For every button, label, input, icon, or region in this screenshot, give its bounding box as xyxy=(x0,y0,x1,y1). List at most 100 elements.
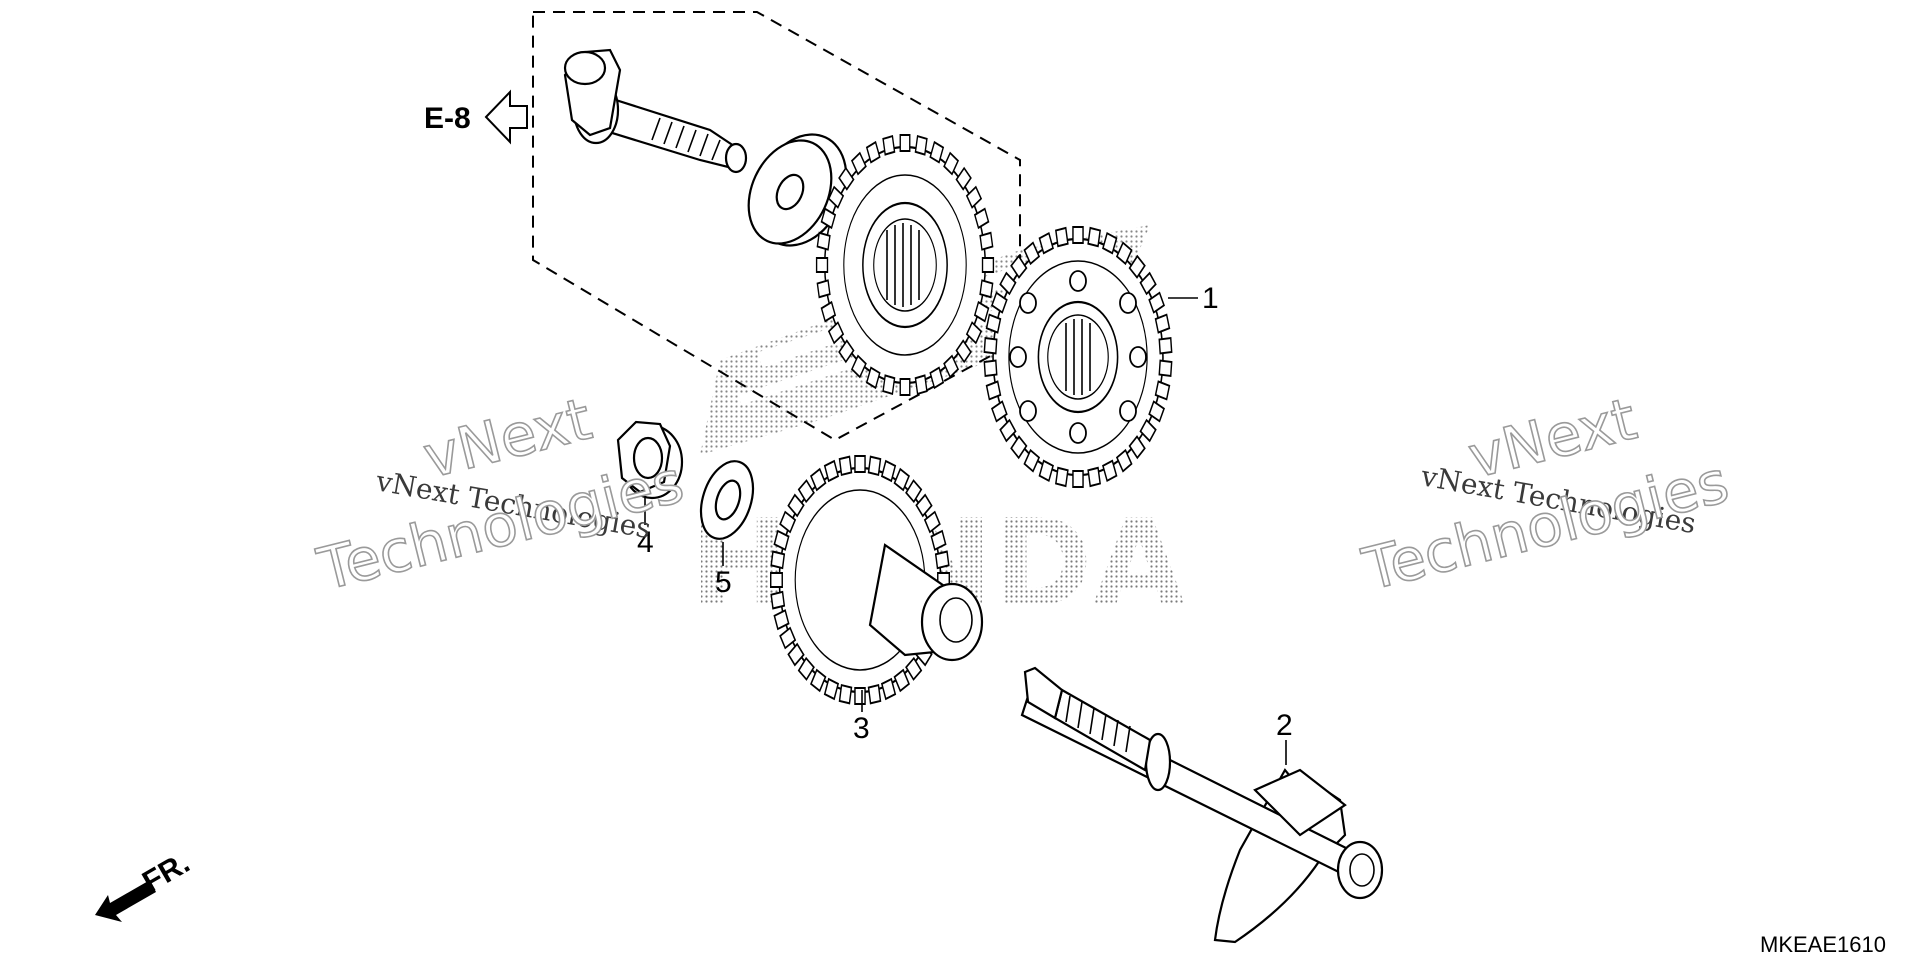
gear-tooth xyxy=(1010,435,1028,460)
gear-upper xyxy=(815,134,995,396)
gear-tooth xyxy=(1148,400,1165,423)
gear-tooth xyxy=(1038,459,1054,483)
gear-tooth xyxy=(880,459,897,483)
gear-tooth xyxy=(787,642,805,667)
gear-tooth xyxy=(973,207,990,230)
callout-4: 4 xyxy=(637,526,654,559)
gear-tooth xyxy=(923,510,941,534)
gear-tooth xyxy=(810,668,827,693)
gear-tooth xyxy=(905,479,923,504)
gear-tooth xyxy=(1023,241,1041,266)
gear-tooth xyxy=(1087,226,1101,248)
gear-tooth xyxy=(930,529,947,551)
gear-tooth xyxy=(1102,231,1118,255)
gear-tooth xyxy=(838,455,853,477)
front-direction: FR. xyxy=(95,846,195,922)
gear-tooth xyxy=(1128,254,1146,279)
gear-tooth xyxy=(1072,470,1084,488)
gear-tooth xyxy=(985,313,1002,334)
gear-tooth xyxy=(882,134,896,156)
gear-tooth xyxy=(893,467,910,492)
gear-tooth xyxy=(915,493,933,518)
gear-tooth xyxy=(827,185,845,209)
gear-tooth xyxy=(820,207,837,230)
gear-tooth xyxy=(999,418,1017,443)
gear-tooth xyxy=(914,374,928,396)
gear-tooth xyxy=(816,279,831,299)
front-direction-arrow-icon xyxy=(95,880,156,922)
gear-tooth xyxy=(810,467,827,492)
gear-tooth xyxy=(816,231,831,251)
gear-tooth xyxy=(867,683,882,705)
gear-tooth xyxy=(1158,336,1173,355)
watermark-right: vNext Technologies vNext Technologies xyxy=(1355,384,1736,605)
gear-tooth xyxy=(934,550,950,570)
gear-tooth xyxy=(1102,459,1118,483)
gear-tooth xyxy=(1038,231,1054,255)
balancer-shaft-part-2 xyxy=(1020,666,1384,944)
callout-3: 3 xyxy=(853,712,870,745)
gear-tooth xyxy=(770,590,786,610)
gear-tooth xyxy=(983,359,998,378)
gear-tooth xyxy=(1154,313,1171,334)
gear-tooth xyxy=(981,257,995,273)
gear-tooth xyxy=(1115,241,1133,266)
gear-tooth xyxy=(854,455,866,473)
gear-tooth xyxy=(979,231,994,251)
gear-tooth xyxy=(929,140,945,164)
gear-tooth xyxy=(999,271,1017,296)
gear-part-1 xyxy=(983,226,1173,488)
hollow-left-arrow-icon xyxy=(484,89,528,145)
gear-tooth xyxy=(820,300,837,323)
callout-5: 5 xyxy=(715,566,732,599)
gear-tooth xyxy=(770,572,783,588)
callout-2: 2 xyxy=(1276,709,1293,742)
gear-tooth xyxy=(899,378,911,396)
reference-label: E-8 xyxy=(424,102,471,135)
gear-tooth xyxy=(943,151,960,176)
gear-tooth xyxy=(773,609,790,631)
gear-tooth xyxy=(797,479,815,504)
gear-tooth xyxy=(882,374,896,396)
callout-1: 1 xyxy=(1202,282,1219,315)
gear-tooth xyxy=(1158,359,1173,378)
gear-tooth xyxy=(838,683,853,705)
gear-tooth xyxy=(1023,448,1041,473)
gear-tooth xyxy=(779,510,797,534)
gear-tooth xyxy=(779,626,797,650)
gear-tooth xyxy=(979,279,994,299)
gear-tooth xyxy=(867,455,882,477)
gear-tooth xyxy=(787,493,805,518)
gear-tooth xyxy=(893,668,910,693)
gear-tooth xyxy=(880,677,897,701)
gear-tooth xyxy=(850,151,867,176)
gear-tooth xyxy=(973,300,990,323)
gear-tooth xyxy=(823,459,840,483)
gear-tooth xyxy=(991,400,1008,423)
gear-tooth xyxy=(965,321,983,345)
gear-tooth xyxy=(1139,271,1157,296)
gear-tooth xyxy=(1055,466,1069,488)
gear-tooth xyxy=(815,257,829,273)
gear-tooth xyxy=(854,687,866,705)
gear-tooth xyxy=(985,380,1002,401)
gear-tooth xyxy=(943,354,960,379)
gear-tooth xyxy=(770,550,786,570)
gear-part-3 xyxy=(770,455,984,705)
reference-e8: E-8 xyxy=(424,89,528,145)
flange-nut-part-4 xyxy=(616,420,684,500)
watermark-left: vNext Technologies vNext Technologies xyxy=(310,384,691,605)
gear-tooth xyxy=(865,140,881,164)
gear-tooth xyxy=(899,134,911,152)
washer-part-5 xyxy=(699,460,755,540)
gear-tooth xyxy=(965,185,983,209)
gear-tooth xyxy=(1055,226,1069,248)
gear-tooth xyxy=(1139,418,1157,443)
gear-tooth xyxy=(865,366,881,390)
gear-tooth xyxy=(983,336,998,355)
gear-tooth xyxy=(929,366,945,390)
gear-tooth xyxy=(827,321,845,345)
gear-tooth xyxy=(1010,254,1028,279)
gear-tooth xyxy=(838,166,855,191)
